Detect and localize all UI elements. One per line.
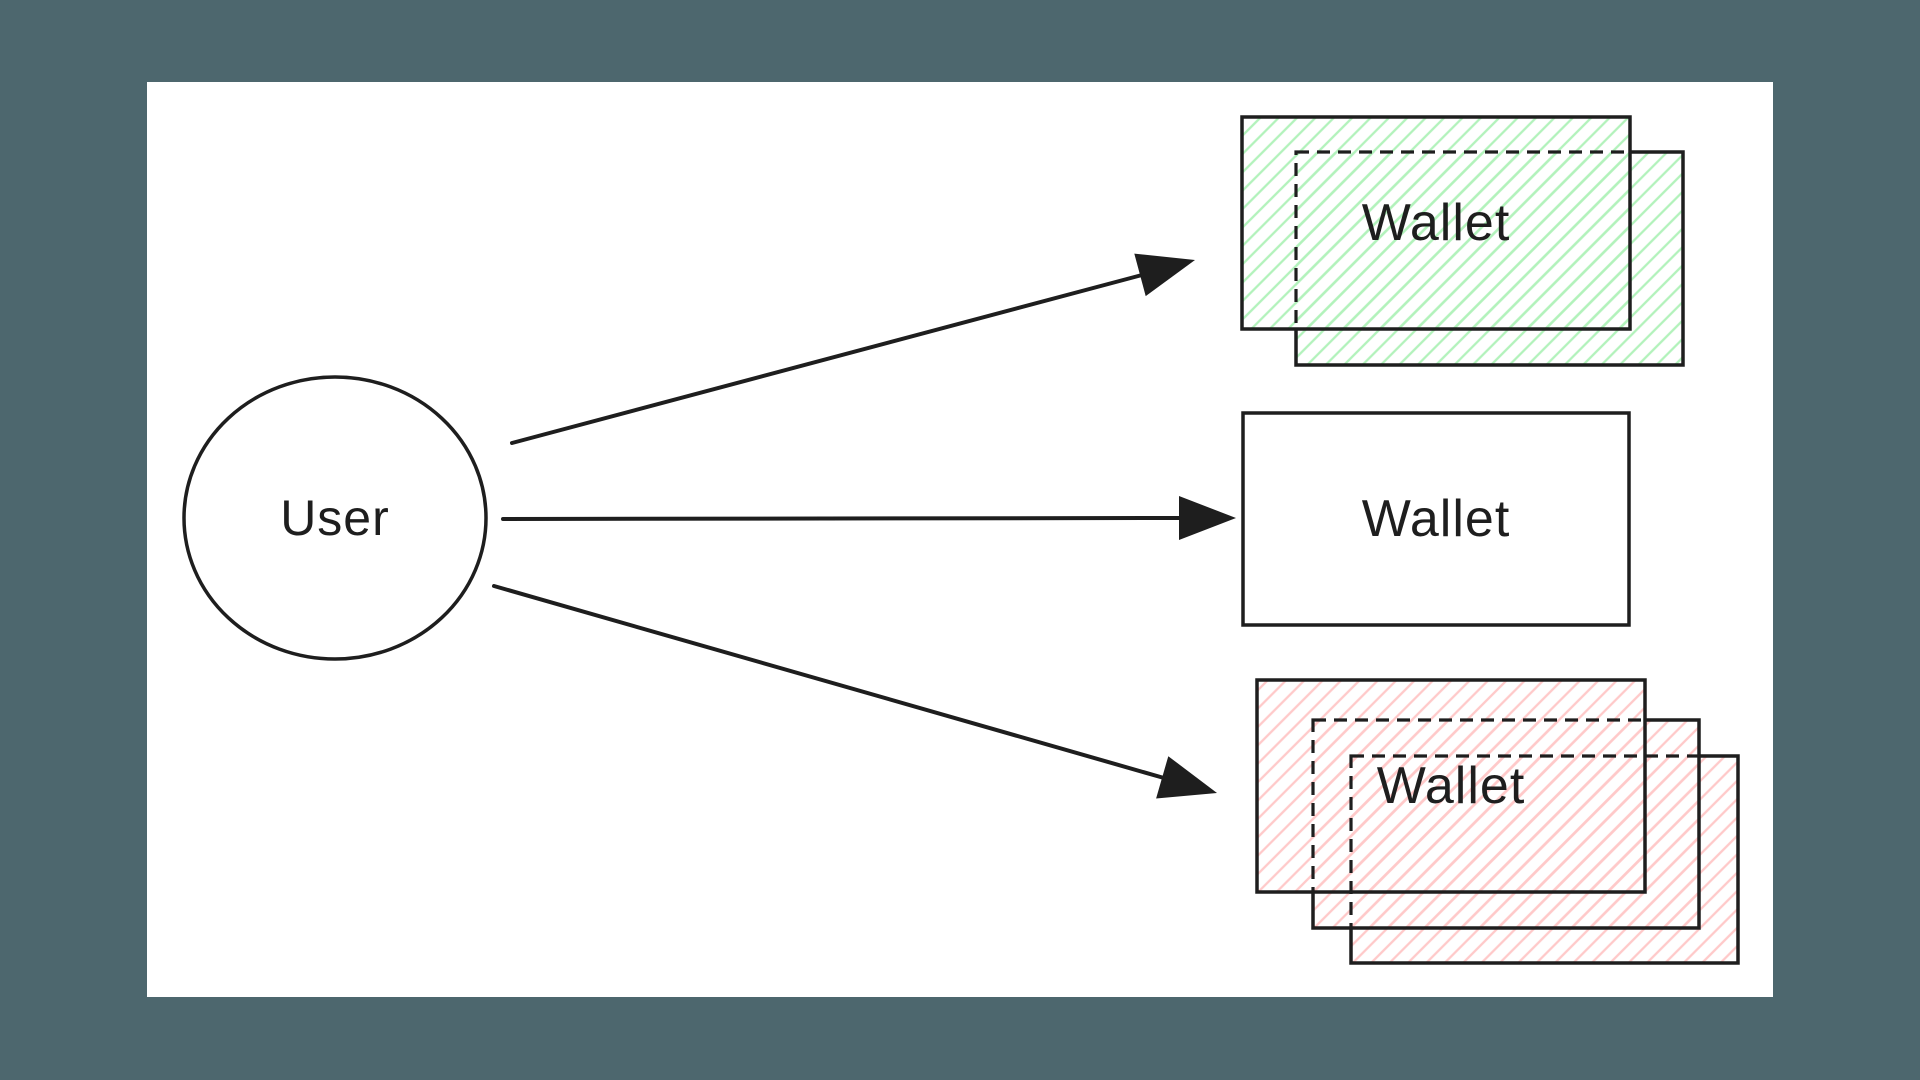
- wallet-front-border: [1240, 115, 1632, 331]
- diagram-canvas: User Wallet Wallet: [147, 82, 1773, 997]
- wallet-group-middle: Wallet: [1241, 411, 1631, 627]
- wallet-middle-label: Wallet: [1362, 490, 1511, 548]
- user-circle: [182, 375, 488, 661]
- arrowhead-icon: [1134, 253, 1195, 297]
- wallet-front-border: [1255, 678, 1647, 894]
- wallet-top-label: Wallet: [1362, 194, 1511, 252]
- arrow-user-to-wallet-middle: [501, 496, 1236, 540]
- arrowhead-icon: [1179, 496, 1236, 540]
- diagram: User Wallet Wallet: [182, 115, 1740, 965]
- wallet-rect: [1241, 411, 1631, 627]
- arrow-shaft: [492, 584, 1166, 780]
- wallet-back-hidden-border: [1294, 150, 1630, 329]
- wallet-middle-hidden-border: [1311, 718, 1645, 892]
- wallet-bottom-label: Wallet: [1377, 757, 1526, 815]
- arrowhead-icon: [1156, 756, 1217, 799]
- arrow-user-to-wallet-bottom: [492, 584, 1217, 799]
- wallet-backmost-hidden-border: [1349, 754, 1699, 928]
- wallet-front-fill: [1257, 680, 1645, 892]
- wallet-group-top: Wallet: [1240, 115, 1685, 367]
- arrow-shaft: [501, 516, 1183, 521]
- arrow-shaft: [510, 273, 1144, 445]
- user-label: User: [280, 490, 390, 546]
- arrow-user-to-wallet-top: [510, 253, 1195, 445]
- user-node: User: [182, 375, 488, 661]
- wallet-group-bottom: Wallet: [1255, 678, 1740, 965]
